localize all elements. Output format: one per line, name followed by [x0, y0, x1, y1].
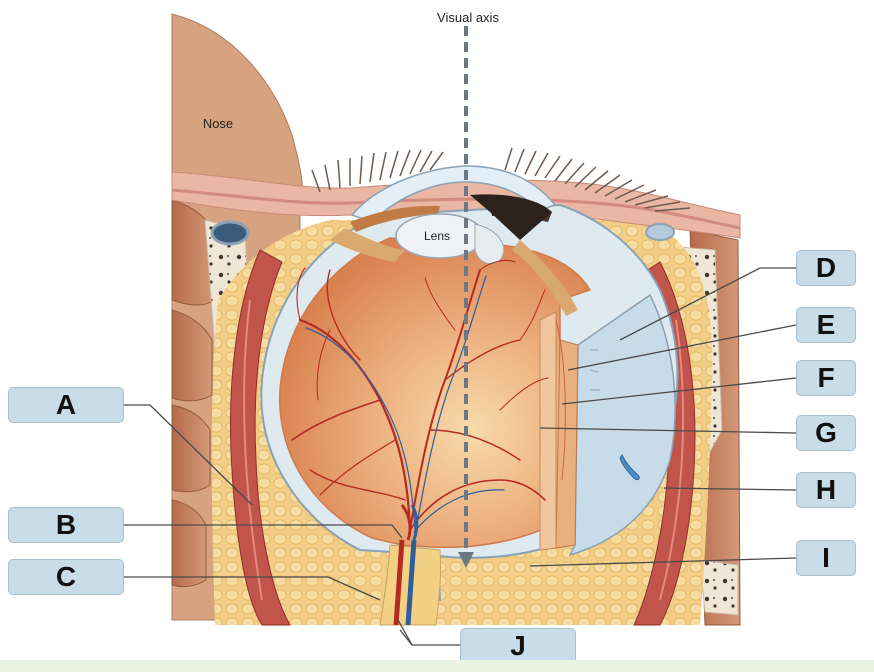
- retina: [279, 237, 592, 549]
- lacrimal-canal: [210, 220, 250, 246]
- label-c[interactable]: C: [8, 559, 124, 595]
- cutaway-choroid-layer: [555, 339, 579, 549]
- eyelid: [171, 171, 741, 239]
- eyelashes: [311, 147, 691, 212]
- lens-label: Lens: [424, 229, 450, 243]
- bone-right-lower: [699, 559, 739, 616]
- retinal-veins: [305, 275, 505, 533]
- label-d[interactable]: D: [796, 250, 856, 286]
- cutaway-retina-layer: [539, 311, 557, 551]
- label-g[interactable]: G: [796, 415, 856, 451]
- visual-axis-label: Visual axis: [437, 10, 499, 25]
- label-a[interactable]: A: [8, 387, 124, 423]
- cutaway-sclera-layer: [568, 293, 676, 557]
- label-b[interactable]: B: [8, 507, 124, 543]
- leader-lines: [124, 267, 797, 646]
- iris-left: [350, 205, 440, 232]
- blue-vessel: [619, 454, 640, 481]
- label-f[interactable]: F: [796, 360, 856, 396]
- label-j[interactable]: J: [460, 628, 576, 664]
- label-e[interactable]: E: [796, 307, 856, 343]
- label-h[interactable]: H: [796, 472, 856, 508]
- nose-label: Nose: [203, 116, 233, 131]
- skull-segments-left: [171, 199, 216, 588]
- cornea: [350, 165, 557, 223]
- bottom-strip: [0, 660, 874, 672]
- retinal-blood-vessels: [291, 259, 549, 532]
- visual-axis-arrowhead: [458, 552, 474, 568]
- label-i[interactable]: I: [796, 540, 856, 576]
